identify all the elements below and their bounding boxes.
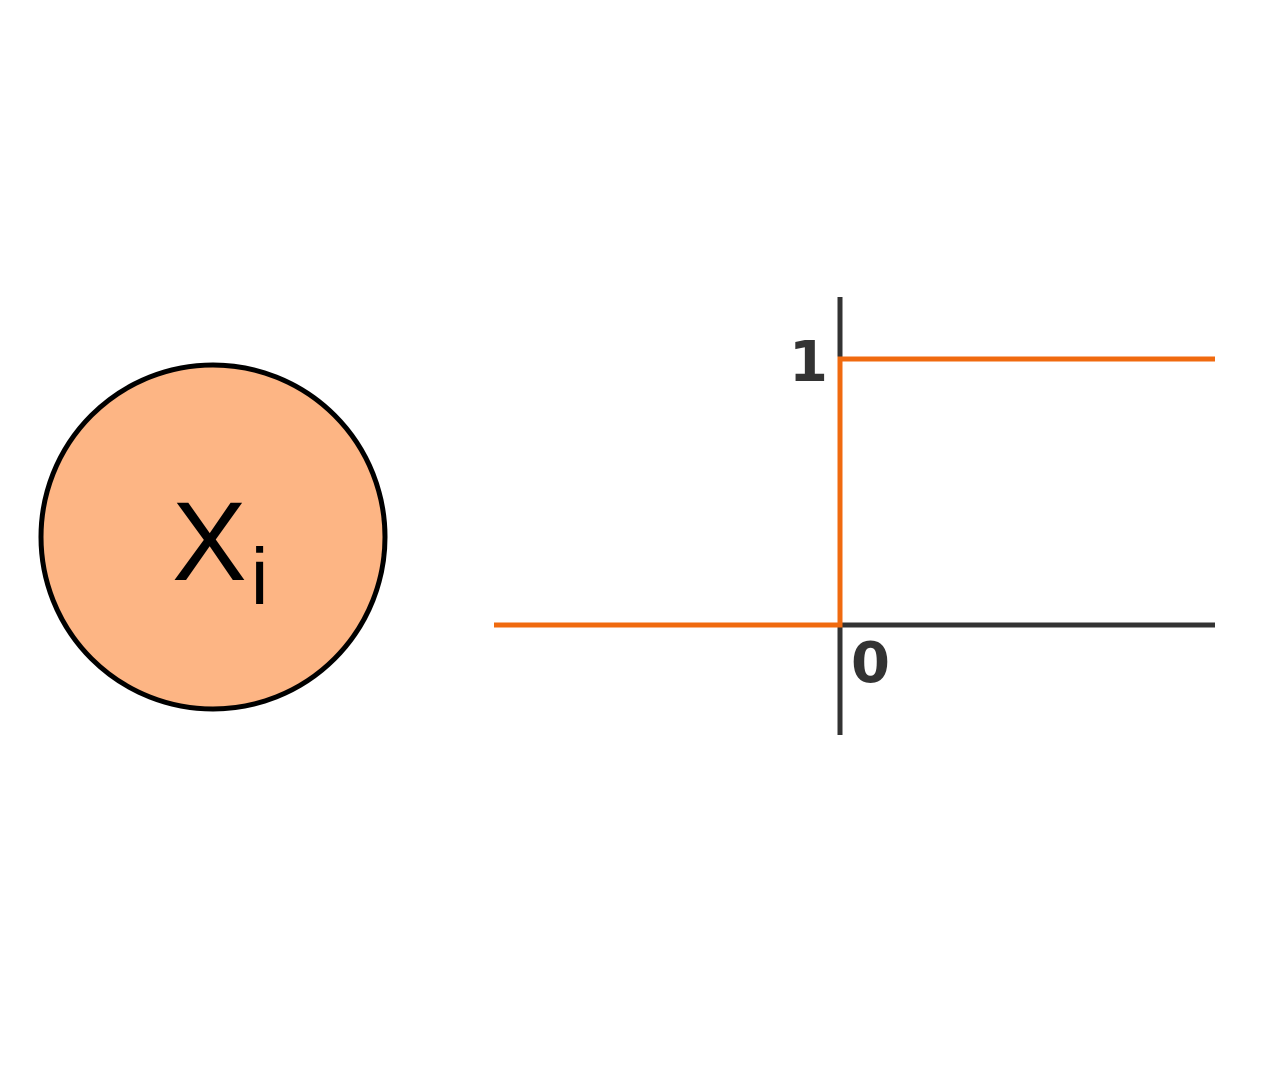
neuron-symbol: X [172, 479, 247, 604]
tick-label-1: 1 [789, 330, 828, 395]
tick-label-0: 0 [851, 631, 890, 696]
step-curve [494, 356, 1215, 628]
neuron-label: Xi [172, 479, 268, 621]
neuron-circle [38, 362, 388, 712]
neuron-subscript: i [251, 532, 269, 621]
step-function-plot: 1 0 [494, 297, 1215, 735]
neuron-node: Xi [38, 362, 388, 712]
